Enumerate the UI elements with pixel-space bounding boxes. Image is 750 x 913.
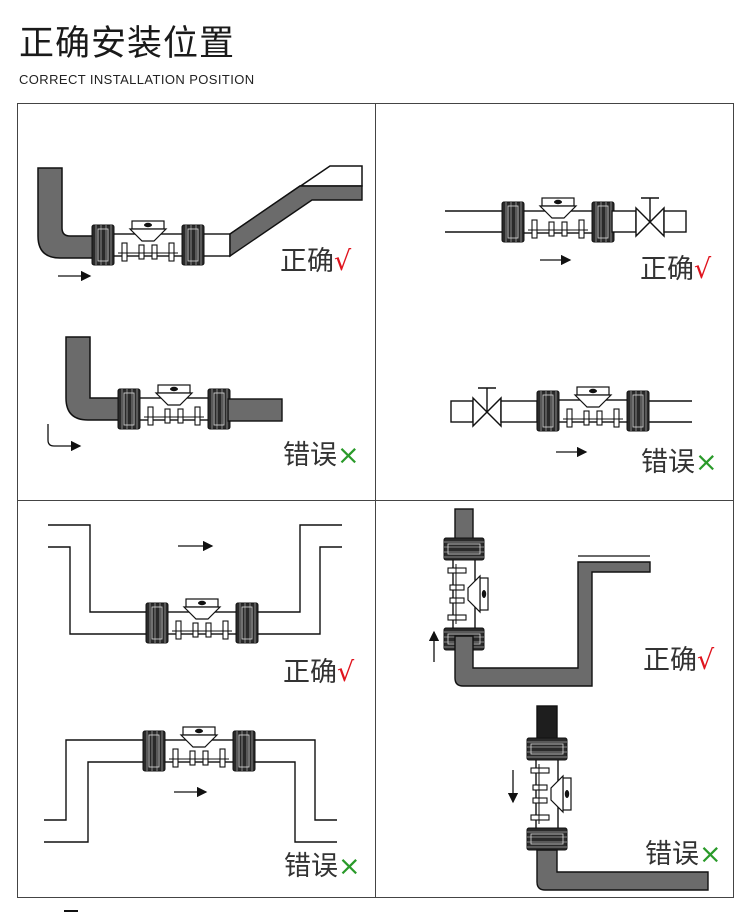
label-wrong-text: 错误 (645, 839, 699, 870)
correct-check-icon: √ (337, 657, 355, 688)
label-wrong-text: 错误 (283, 440, 337, 471)
wrong-cross-icon: × (695, 447, 718, 478)
label-correct-2: 正确√ (640, 255, 711, 285)
wrong-cross-icon: × (337, 440, 360, 471)
wrong-cross-icon: × (338, 851, 361, 882)
correct-check-icon: √ (334, 246, 352, 277)
correct-check-icon: √ (694, 254, 712, 285)
label-wrong-1: 错误× (283, 441, 360, 471)
label-wrong-4: 错误× (645, 840, 722, 870)
wrong-cross-icon: × (699, 839, 722, 870)
diagram-top-left-lower (47, 336, 283, 452)
label-wrong-2: 错误× (641, 448, 718, 478)
diagram-top-right-lower (450, 386, 692, 458)
label-correct-text: 正确 (643, 645, 697, 676)
grid-divider-horizontal (17, 500, 734, 501)
label-wrong-3: 错误× (284, 852, 361, 882)
page-title: 正确安装位置 (19, 24, 236, 64)
bottom-decoration (64, 910, 78, 912)
label-wrong-text: 错误 (641, 447, 695, 478)
diagram-top-right-upper (445, 197, 687, 266)
label-correct-1: 正确√ (280, 247, 351, 277)
label-correct-3: 正确√ (283, 658, 354, 688)
label-correct-text: 正确 (280, 246, 334, 277)
diagram-bottom-left-lower (44, 726, 337, 843)
diagram-top-left-upper (37, 165, 363, 282)
page-subtitle: CORRECT INSTALLATION POSITION (19, 72, 255, 87)
diagram-bottom-right-upper (428, 508, 651, 687)
diagram-bottom-left-upper (48, 524, 342, 644)
label-correct-4: 正确√ (643, 646, 714, 676)
label-correct-text: 正确 (640, 254, 694, 285)
label-wrong-text: 错误 (284, 851, 338, 882)
label-correct-text: 正确 (283, 657, 337, 688)
diagram-bottom-right-lower (507, 705, 709, 891)
correct-check-icon: √ (697, 645, 715, 676)
